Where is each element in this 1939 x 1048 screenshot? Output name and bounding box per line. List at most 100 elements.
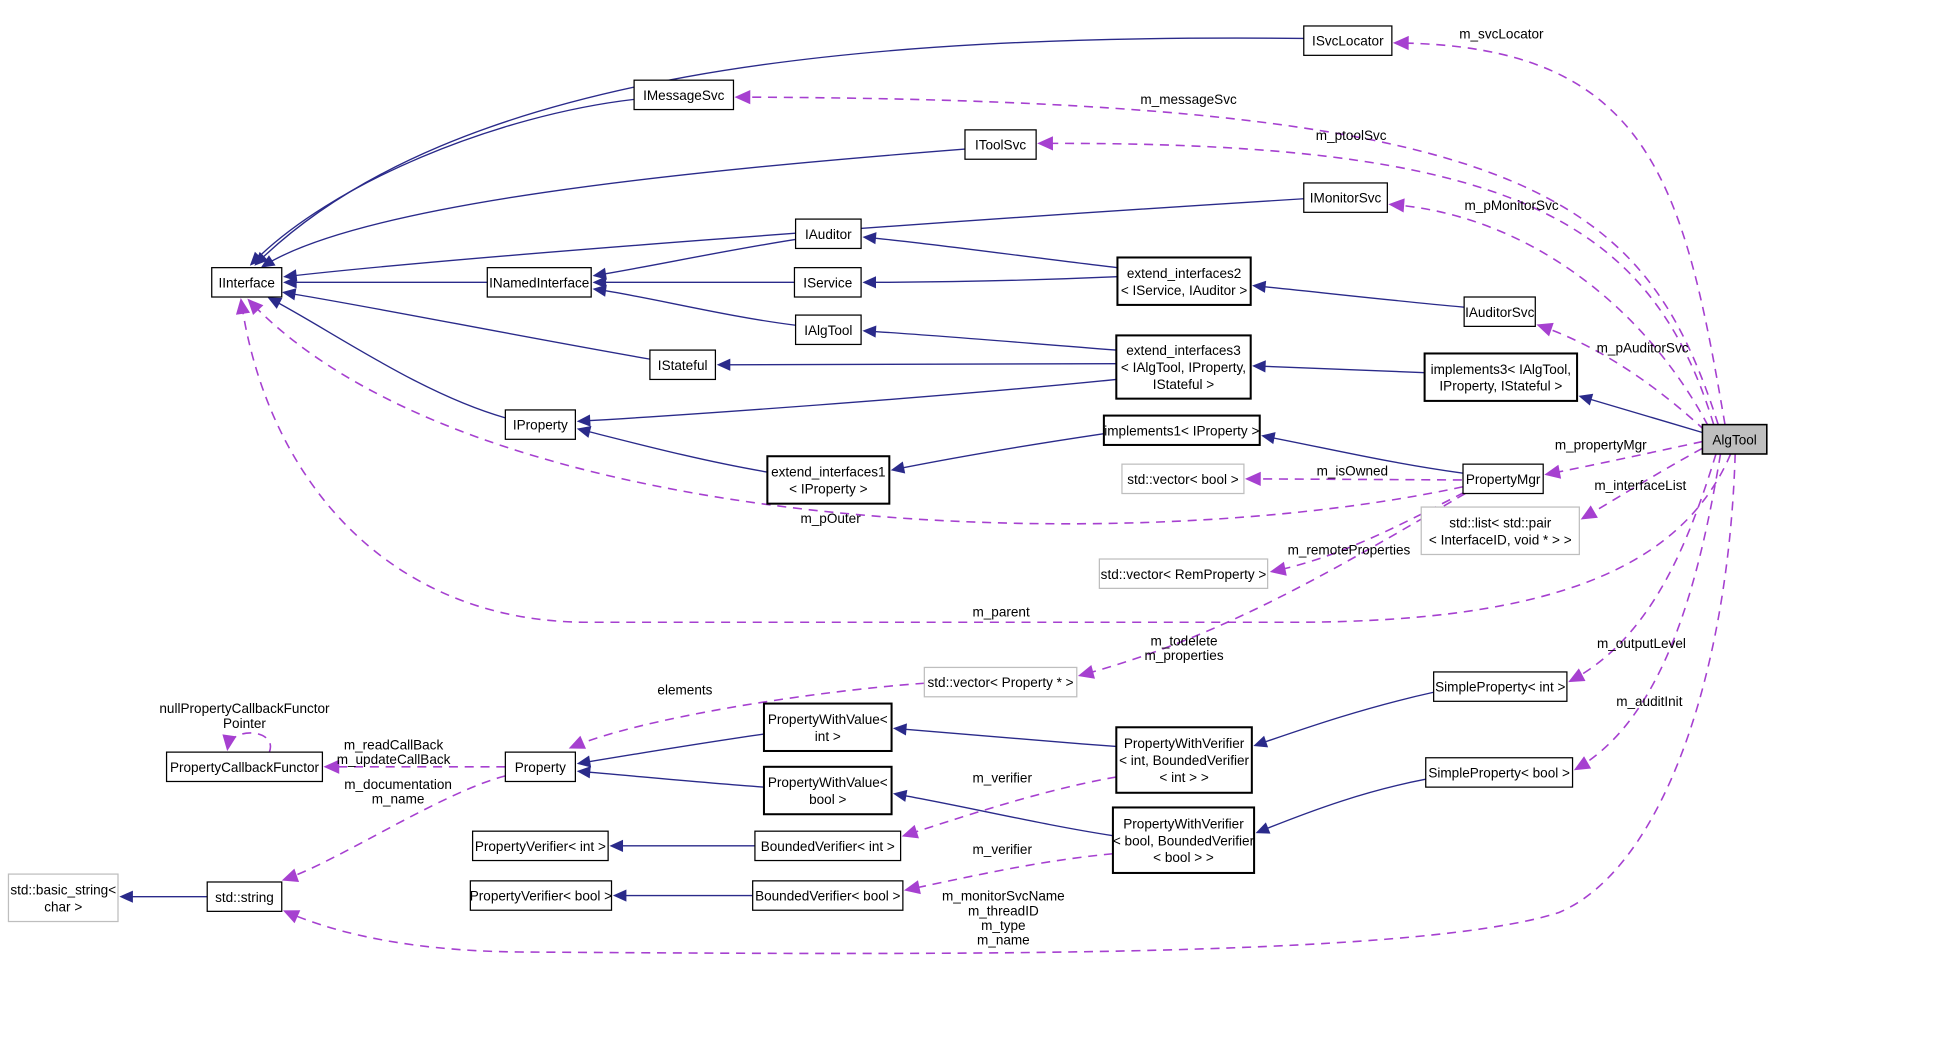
- node-label-boundedverifier-int-line0: BoundedVerifier< int >: [761, 839, 895, 854]
- node-extend-interfaces2[interactable]: extend_interfaces2 < IService, IAuditor >: [1116, 256, 1252, 306]
- node-label-std-vector-remproperty-line0: std::vector< RemProperty >: [1101, 567, 1267, 582]
- node-label-propertywithvalue-bool-line0: PropertyWithValue<: [768, 775, 888, 790]
- edge-std-vector-property-ptr-to-property: [568, 682, 925, 749]
- edge-label-algtool-to-iinterface-line0: m_parent: [973, 605, 1030, 620]
- node-iproperty[interactable]: IProperty: [504, 409, 576, 440]
- node-imessagesvc[interactable]: IMessageSvc: [633, 79, 735, 111]
- edge-algtool-to-implements3: [1578, 393, 1703, 434]
- node-box-propertyverifier-int: [471, 830, 609, 862]
- node-box-ialgtool: [794, 314, 862, 346]
- node-label-propertymgr-line0: PropertyMgr: [1466, 472, 1541, 487]
- node-box-std-string: [206, 881, 283, 912]
- node-implements1[interactable]: implements1< IProperty >: [1102, 414, 1261, 446]
- edge-algtool-to-std-string: [282, 453, 1736, 955]
- node-std-list-pair[interactable]: std::list< std::pair< InterfaceID, void …: [1420, 506, 1580, 556]
- node-label-implements1-line0: implements1< IProperty >: [1104, 423, 1259, 438]
- node-istateful[interactable]: IStateful: [649, 349, 717, 381]
- node-iauditor[interactable]: IAuditor: [794, 218, 862, 250]
- edge-iauditorsvc-to-extend-interfaces2: [1252, 280, 1465, 308]
- edge-extend-interfaces3-to-istateful: [716, 358, 1117, 371]
- node-label-implements3-line0: implements3< IAlgTool,: [1431, 362, 1571, 377]
- node-box-iservice: [793, 267, 862, 298]
- node-ialgtool[interactable]: IAlgTool: [794, 314, 862, 346]
- node-label-extend-interfaces1-line1: < IProperty >: [789, 482, 867, 497]
- node-box-simpleproperty-int: [1433, 671, 1568, 702]
- node-std-vector-property-ptr[interactable]: std::vector< Property * >: [923, 666, 1078, 698]
- node-box-isvclocator: [1303, 25, 1393, 56]
- node-simpleproperty-bool[interactable]: SimpleProperty< bool >: [1425, 757, 1574, 788]
- node-label-extend-interfaces2-line1: < IService, IAuditor >: [1121, 283, 1248, 298]
- node-propertywithverifier-int[interactable]: PropertyWithVerifier< int, BoundedVerifi…: [1115, 726, 1253, 794]
- node-label-std-vector-bool-line0: std::vector< bool >: [1127, 472, 1239, 487]
- edge-label-property-to-std-string-line0: m_documentation: [344, 777, 452, 792]
- node-extend-interfaces3[interactable]: extend_interfaces3< IAlgTool, IProperty,…: [1115, 334, 1252, 400]
- node-std-vector-bool[interactable]: std::vector< bool >: [1121, 463, 1245, 495]
- node-boundedverifier-int[interactable]: BoundedVerifier< int >: [754, 830, 902, 862]
- edge-algtool-to-std-list-pair: [1580, 447, 1703, 520]
- node-simpleproperty-int[interactable]: SimpleProperty< int >: [1433, 671, 1568, 702]
- edge-label-algtool-to-simpleproperty-int-line0: m_outputLevel: [1597, 636, 1686, 651]
- node-label-extend-interfaces2-line0: extend_interfaces2: [1127, 266, 1241, 281]
- edge-iauditor-to-inamedinterface: [592, 238, 796, 280]
- edge-label-algtool-to-std-string-line2: m_type: [981, 918, 1025, 933]
- node-box-propertywithvalue-int: [762, 702, 893, 753]
- node-algtool[interactable]: AlgTool: [1701, 423, 1768, 455]
- node-propertywithvalue-bool[interactable]: PropertyWithValue<bool >: [762, 765, 893, 816]
- nodes-layer: IInterface ISvcLocatorIMessageSvcIToolSvc…: [7, 25, 1768, 923]
- node-propertymgr[interactable]: PropertyMgr: [1462, 463, 1544, 495]
- node-std-basic-string[interactable]: std::basic_string<char >: [7, 873, 119, 923]
- edge-simpleproperty-bool-to-propertywithverifier-bool: [1255, 778, 1426, 834]
- node-propertywithverifier-bool[interactable]: PropertyWithVerifier< bool, BoundedVerif…: [1111, 806, 1256, 874]
- node-box-implements3: [1423, 352, 1579, 402]
- node-box-itoolsvc: [964, 129, 1037, 160]
- node-imonitorsvc[interactable]: IMonitorSvc: [1303, 182, 1388, 213]
- node-label-ialgtool-line0: IAlgTool: [804, 323, 852, 338]
- node-label-std-list-pair-line0: std::list< std::pair: [1449, 515, 1552, 530]
- node-box-propertycallbackfunctor: [165, 751, 324, 783]
- node-label-istateful-line0: IStateful: [658, 358, 708, 373]
- node-box-iinterface: [211, 267, 283, 298]
- node-box-propertymgr: [1462, 463, 1544, 495]
- node-label-iservice-line0: IService: [803, 275, 852, 290]
- node-label-extend-interfaces3-line0: extend_interfaces3: [1126, 343, 1240, 358]
- edge-label-property-to-propertycallbackfunctor-line1: m_updateCallBack: [337, 752, 451, 767]
- node-isvclocator[interactable]: ISvcLocator: [1303, 25, 1393, 56]
- node-box-imessagesvc: [633, 79, 735, 111]
- edge-extend-interfaces3-to-ialgtool: [862, 325, 1117, 351]
- edge-propertywithverifier-bool-to-boundedverifier-bool: [903, 852, 1113, 895]
- node-label-itoolsvc-line0: IToolSvc: [975, 138, 1026, 153]
- edge-label-algtool-to-itoolsvc-line0: m_ptoolSvc: [1316, 128, 1387, 143]
- node-label-propertywithverifier-int-line1: < int, BoundedVerifier: [1119, 753, 1249, 768]
- node-propertycallbackfunctor[interactable]: PropertyCallbackFunctor: [165, 751, 324, 783]
- node-itoolsvc[interactable]: IToolSvc: [964, 129, 1037, 160]
- edge-simpleproperty-int-to-propertywithverifier-int: [1253, 691, 1434, 748]
- node-iinterface[interactable]: IInterface: [211, 267, 283, 298]
- node-iauditorsvc[interactable]: IAuditorSvc: [1463, 296, 1536, 327]
- node-iservice[interactable]: IService: [793, 267, 862, 298]
- node-std-vector-remproperty[interactable]: std::vector< RemProperty >: [1098, 558, 1269, 589]
- edge-implements1-to-extend-interfaces1: [890, 432, 1104, 474]
- edge-imonitorsvc-to-iinterface: [283, 198, 1304, 282]
- node-label-iinterface-line0: IInterface: [218, 275, 274, 290]
- node-property[interactable]: Property: [504, 751, 576, 783]
- node-std-string[interactable]: std::string: [206, 881, 283, 912]
- node-boundedverifier-bool[interactable]: BoundedVerifier< bool >: [752, 880, 904, 911]
- node-extend-interfaces1[interactable]: extend_interfaces1< IProperty >: [766, 455, 891, 505]
- edge-extend-interfaces2-to-iauditor: [862, 232, 1118, 269]
- edge-istateful-to-iinterface: [282, 288, 651, 360]
- edge-isvclocator-to-iinterface: [254, 37, 1304, 266]
- node-box-inamedinterface: [486, 267, 592, 298]
- edge-label-propertycallbackfunctor-to-propertycallbackfunctor-line1: Pointer: [223, 716, 266, 731]
- edge-label-algtool-to-simpleproperty-bool-line0: m_auditInit: [1616, 694, 1683, 709]
- node-inamedinterface[interactable]: INamedInterface: [486, 267, 592, 298]
- edge-label-algtool-to-std-string-line0: m_monitorSvcName: [942, 889, 1065, 904]
- node-propertyverifier-bool[interactable]: PropertyVerifier< bool >: [469, 880, 612, 911]
- node-box-iproperty: [504, 409, 576, 440]
- node-box-istateful: [649, 349, 717, 381]
- node-box-iauditorsvc: [1463, 296, 1536, 327]
- node-propertyverifier-int[interactable]: PropertyVerifier< int >: [471, 830, 609, 862]
- edge-algtool-to-simpleproperty-int: [1568, 453, 1717, 683]
- node-implements3[interactable]: implements3< IAlgTool,IProperty, IStatef…: [1423, 352, 1579, 402]
- node-label-isvclocator-line0: ISvcLocator: [1312, 34, 1384, 49]
- node-propertywithvalue-int[interactable]: PropertyWithValue<int >: [762, 702, 893, 753]
